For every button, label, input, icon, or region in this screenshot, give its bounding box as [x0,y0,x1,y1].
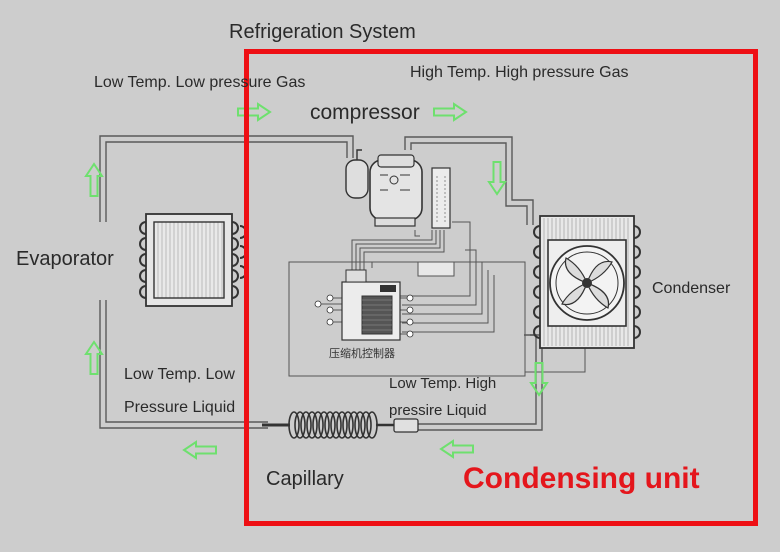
diagram-title: Refrigeration System [229,21,416,43]
label-low-pressure-liquid-line2: Pressure Liquid [124,399,236,416]
condensing-unit-outline [244,49,758,526]
label-high-pressure-liquid-line2: pressire Liquid [389,402,487,419]
capillary-coil-icon [262,411,419,439]
controller-board-icon [314,269,414,341]
label-low-pressure-liquid-line1: Low Temp. Low [124,366,235,383]
label-capillary: Capillary [266,468,344,490]
compressor-icon [345,149,451,229]
label-evaporator: Evaporator [16,248,114,270]
label-high-temp-high-pressure-gas: High Temp. High pressure Gas [410,64,629,81]
label-low-temp-low-pressure-gas: Low Temp. Low pressure Gas [94,74,306,91]
label-condenser: Condenser [652,280,731,297]
evaporator-coil-icon [139,213,247,307]
control-wiring [288,221,586,377]
label-high-pressure-liquid-line1: Low Temp. High [389,375,497,392]
label-compressor: compressor [310,101,420,124]
condenser-fan-icon [533,215,641,349]
label-compressor-controller: 压缩机控制器 [329,348,395,360]
label-condensing-unit: Condensing unit [463,462,700,495]
